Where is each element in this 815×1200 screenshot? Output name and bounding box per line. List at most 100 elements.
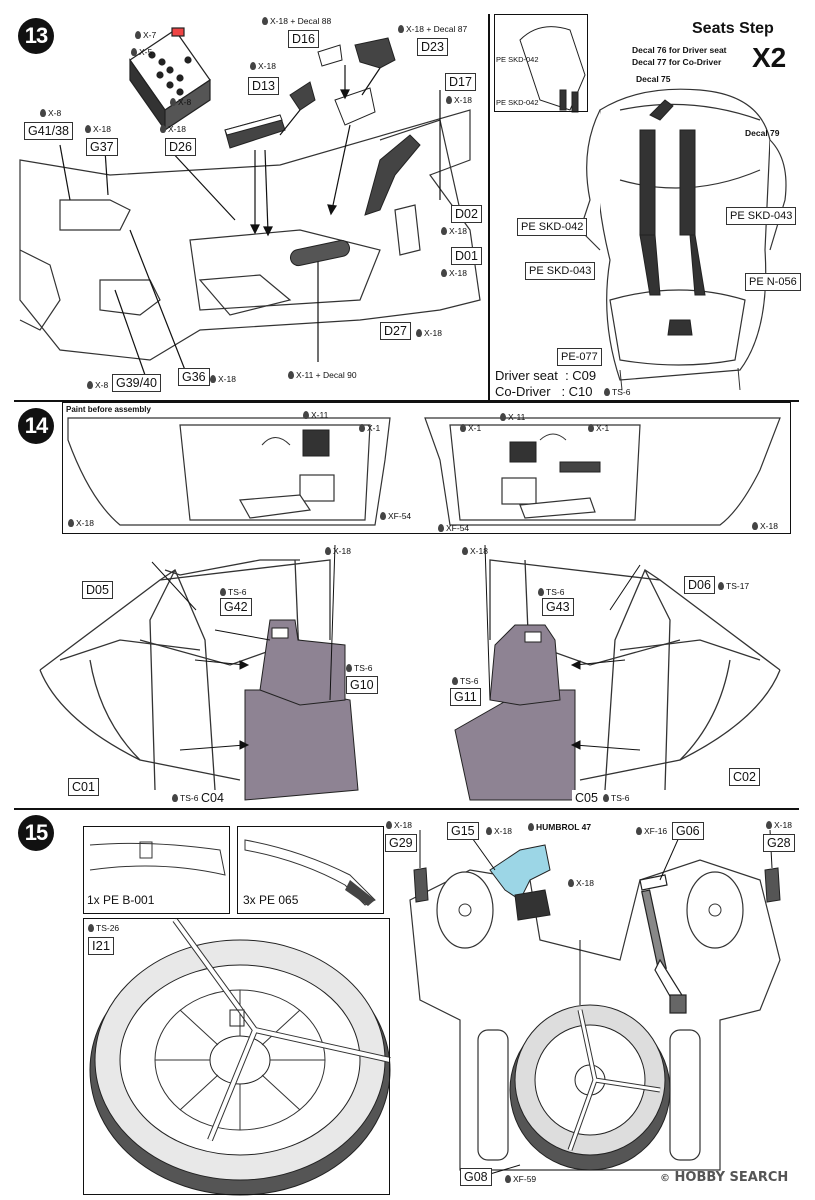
paint-before-assembly-note: Paint before assembly bbox=[66, 405, 151, 414]
right-cage-ts6-c: TS-6 bbox=[603, 793, 629, 803]
paint-x7: X-7 bbox=[135, 30, 156, 40]
part-g36: G36 bbox=[178, 368, 210, 386]
seat-ts6: TS-6 bbox=[604, 387, 630, 397]
pe-n-056: PE N-056 bbox=[745, 273, 801, 291]
g15-x18: X-18 bbox=[486, 826, 512, 836]
decal-75: Decal 75 bbox=[636, 74, 671, 84]
part-d17: D17 bbox=[445, 73, 476, 91]
part-g08: G08 bbox=[460, 1168, 492, 1186]
right-cage-ts17: TS-17 bbox=[718, 581, 749, 591]
left-panel-xf54: XF-54 bbox=[380, 511, 411, 521]
right-cage-ts6-b: TS-6 bbox=[452, 676, 478, 686]
right-panel-x18: X-18 bbox=[752, 521, 778, 531]
right-panel-x1b: X-1 bbox=[588, 423, 609, 433]
pe-skd-043-left: PE SKD-043 bbox=[525, 262, 596, 280]
paint-d01b: X-18 bbox=[441, 268, 467, 278]
left-cage-ts6-c: TS-6 bbox=[172, 793, 198, 803]
g29-x18: X-18 bbox=[386, 820, 412, 830]
seats-step-multiplier: X2 bbox=[752, 42, 787, 73]
divider-13-seats bbox=[488, 14, 490, 400]
paint-d23: X-18 + Decal 87 bbox=[398, 24, 467, 34]
pe-065-frame bbox=[237, 826, 384, 914]
part-i21: I21 bbox=[88, 937, 115, 955]
seat-inset-pe-a: PE SKD-042 bbox=[496, 55, 539, 64]
part-c05: C05 bbox=[572, 790, 601, 806]
decal-77: Decal 77 for Co-Driver bbox=[632, 57, 722, 67]
pe-b001-label: 1x PE B-001 bbox=[87, 893, 155, 907]
pe-065-label: 3x PE 065 bbox=[243, 893, 299, 907]
part-g37: G37 bbox=[86, 138, 118, 156]
codriver-seat-label: Co-Driver : C10 bbox=[495, 384, 593, 399]
part-d27: D27 bbox=[380, 322, 411, 340]
right-cage-ts6-a: TS-6 bbox=[538, 587, 564, 597]
left-cage-ts6-a: TS-6 bbox=[220, 587, 246, 597]
spare-wheel-frame bbox=[83, 918, 390, 1195]
paint-g39: X-8 bbox=[87, 380, 108, 390]
step-13-number: 13 bbox=[18, 18, 54, 54]
paint-d27: X-18 bbox=[416, 328, 442, 338]
drill-battery-x18: X-18 bbox=[568, 878, 594, 888]
part-d13: D13 bbox=[248, 77, 279, 95]
part-d01: D01 bbox=[451, 247, 482, 265]
paint-x8-box: X-8 bbox=[170, 97, 191, 107]
paint-d26: X-18 bbox=[160, 124, 186, 134]
door-panels-frame bbox=[62, 402, 791, 534]
copyright-icon: © bbox=[660, 1173, 670, 1184]
paint-d17: X-18 bbox=[446, 95, 472, 105]
right-panel-xf54: XF-54 bbox=[438, 523, 469, 533]
paint-g36: X-18 bbox=[210, 374, 236, 384]
part-d02: D02 bbox=[451, 205, 482, 223]
left-cage-ts6-b: TS-6 bbox=[346, 663, 372, 673]
right-panel-x1a: X-1 bbox=[460, 423, 481, 433]
step-14-number: 14 bbox=[18, 408, 54, 444]
paint-g41: X-8 bbox=[40, 108, 61, 118]
wheel-ts26: TS-26 bbox=[88, 923, 119, 933]
part-g11: G11 bbox=[450, 688, 481, 706]
pe-skd-043-right: PE SKD-043 bbox=[726, 207, 797, 225]
pe-b001-frame bbox=[83, 826, 230, 914]
decal-79: Decal 79 bbox=[745, 128, 780, 138]
part-c01: C01 bbox=[68, 778, 99, 796]
part-d05: D05 bbox=[82, 581, 113, 599]
left-panel-x18: X-18 bbox=[68, 518, 94, 528]
part-g41-38: G41/38 bbox=[24, 122, 74, 140]
divider-14-15 bbox=[14, 808, 799, 810]
part-d26: D26 bbox=[165, 138, 196, 156]
right-panel-x11: X-11 bbox=[500, 412, 525, 422]
part-g10: G10 bbox=[346, 676, 378, 694]
part-c02: C02 bbox=[729, 768, 760, 786]
paint-d13: X-18 bbox=[250, 61, 276, 71]
seat-inset-pe-b: PE SKD-042 bbox=[496, 98, 539, 107]
left-cage-x18: X-18 bbox=[325, 546, 351, 556]
seat-inset-frame bbox=[494, 14, 588, 112]
rear-chassis-frame bbox=[408, 814, 798, 1192]
part-g06: G06 bbox=[672, 822, 704, 840]
part-g39-40: G39/40 bbox=[112, 374, 162, 392]
part-d23: D23 bbox=[417, 38, 448, 56]
part-g28: G28 bbox=[763, 834, 795, 852]
step-15-number: 15 bbox=[18, 815, 54, 851]
pe-077: PE-077 bbox=[557, 348, 602, 366]
part-g15: G15 bbox=[447, 822, 479, 840]
humbrol-47: HUMBROL 47 bbox=[528, 822, 591, 832]
seats-step-title: Seats Step bbox=[692, 20, 774, 37]
paint-g37: X-18 bbox=[85, 124, 111, 134]
left-panel-x11: X-11 bbox=[303, 410, 328, 420]
part-d16: D16 bbox=[288, 30, 319, 48]
part-g43: G43 bbox=[542, 598, 574, 616]
right-cage-x18: X-18 bbox=[462, 546, 488, 556]
watermark-logo: © HOBBY SEARCH bbox=[660, 1170, 789, 1185]
g06-xf16: XF-16 bbox=[636, 826, 667, 836]
divider-13-14 bbox=[14, 400, 799, 402]
part-g29: G29 bbox=[385, 834, 417, 852]
g28-x18: X-18 bbox=[766, 820, 792, 830]
part-g42: G42 bbox=[220, 598, 252, 616]
part-d06: D06 bbox=[684, 576, 715, 594]
pe-skd-042: PE SKD-042 bbox=[517, 218, 588, 236]
left-panel-x1: X-1 bbox=[359, 423, 380, 433]
paint-x5: X-5 bbox=[131, 47, 152, 57]
paint-d16: X-18 + Decal 88 bbox=[262, 16, 331, 26]
driver-seat-label: Driver seat : C09 bbox=[495, 368, 597, 383]
decal-76: Decal 76 for Driver seat bbox=[632, 45, 727, 55]
